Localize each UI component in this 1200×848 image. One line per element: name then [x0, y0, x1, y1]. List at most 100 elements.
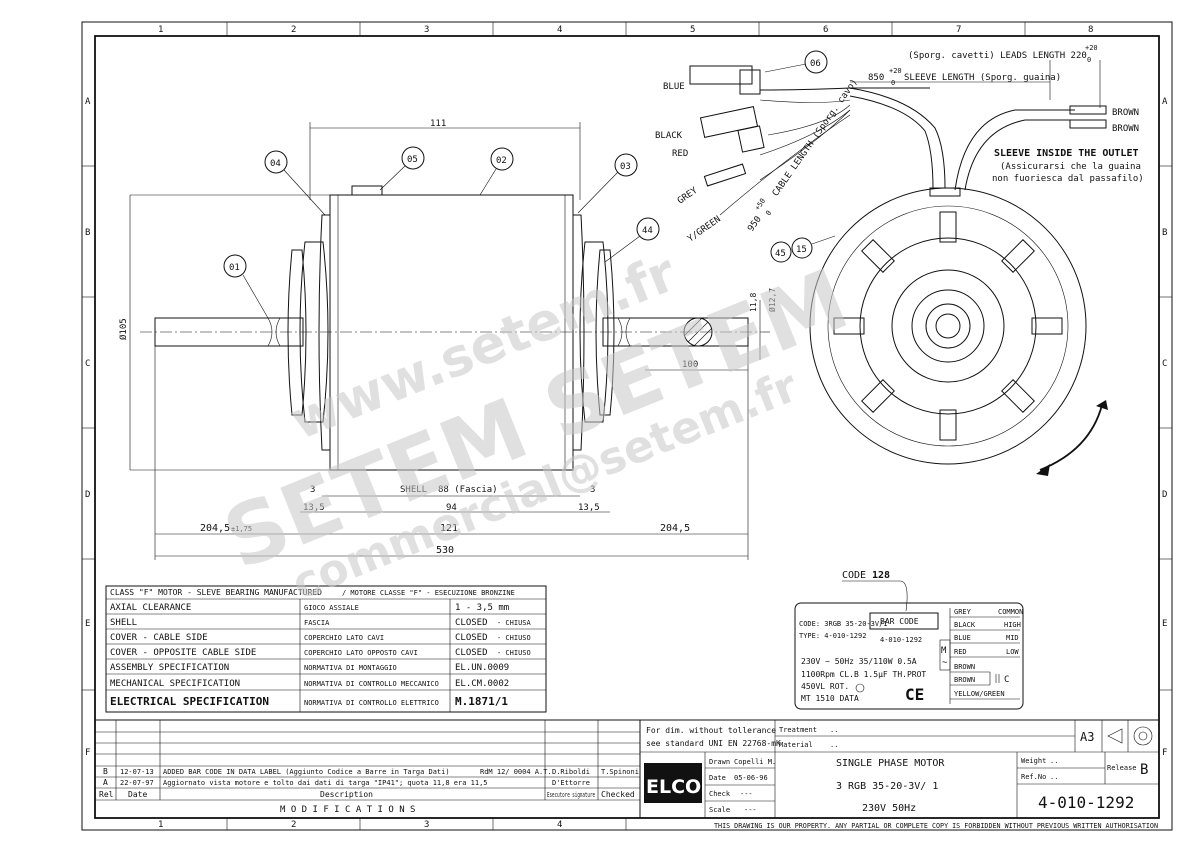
drawing-number: 4-010-1292 [1038, 793, 1134, 812]
dim-shell-label: SHELL [400, 485, 427, 495]
col-label: 2 [291, 820, 296, 830]
row-label: A [85, 97, 91, 107]
wire-brown-1: BROWN [1112, 108, 1139, 118]
scale-label: Scale [709, 806, 730, 814]
projection-symbol [1107, 726, 1153, 746]
col-label: 3 [424, 25, 429, 35]
wiring-color: BROWN [954, 676, 975, 684]
material-value: .. [830, 741, 838, 749]
title-line-3: 230V 50Hz [862, 803, 916, 814]
col-label: 1 [158, 820, 163, 830]
spec-row-it: COPERCHIO LATO CAVI [304, 634, 384, 642]
spec-row-val: EL.UN.0009 [455, 663, 509, 673]
dim-121: 121 [440, 523, 458, 534]
spec-row-val: CLOSED [455, 648, 488, 658]
ac-symbol: ~ [942, 658, 948, 668]
spec-row-val: CLOSED [455, 618, 488, 628]
grid-column-labels: 1 2 3 4 5 6 7 8 1 2 3 4 [158, 25, 1093, 830]
balloon-06: 06 [810, 59, 821, 69]
spec-row-it: NORMATIVA DI MONTAGGIO [304, 664, 397, 672]
spec-row-it: NORMATIVA DI CONTROLLO MECCANICO [304, 680, 439, 688]
date-value: 05-06-96 [734, 774, 768, 782]
wire-red: RED [672, 149, 688, 159]
spec-row-en: MECHANICAL SPECIFICATION [110, 679, 240, 689]
motor-front-view [809, 187, 1108, 476]
dim-left-tol: ±1,75 [231, 525, 252, 533]
rev-date: 22-07-97 [120, 779, 154, 787]
scale-value: --- [744, 806, 757, 814]
spec-row-val-it: - CHIUSO [497, 634, 531, 642]
rev-ref: RdM 12/ 0004 A.T. [480, 768, 552, 776]
sleeve-note-line3: non fuoriesca dal passafilo) [992, 174, 1144, 184]
treatment-value: .. [830, 726, 838, 734]
motor-side-view [140, 185, 770, 471]
ce-mark: CE [905, 685, 924, 704]
spec-row-val: EL.CM.0002 [455, 679, 509, 689]
sleeve-note-title: SLEEVE INSIDE THE OUTLET [994, 148, 1139, 159]
row-label: F [85, 748, 90, 758]
rev-check: T.Spinoni [601, 768, 639, 776]
logo-text: ELCO [646, 776, 701, 798]
row-label: A [1162, 97, 1168, 107]
drawn-value: Copelli M. [734, 758, 776, 766]
sleeve-value: 850 [868, 73, 884, 83]
capacitor-symbol: C [1004, 675, 1009, 685]
spec-row-en: COVER - OPPOSITE CABLE SIDE [110, 648, 256, 658]
copyright-notice: THIS DRAWING IS OUR PROPERTY. ANY PARTIA… [714, 822, 1158, 830]
watermark: www.setem.fr SETEM SETEM commercial@sete… [211, 243, 861, 610]
dim-530: 530 [436, 545, 454, 556]
row-label: B [85, 228, 90, 238]
row-label: E [85, 619, 90, 629]
col-label: 6 [823, 25, 828, 35]
spec-header-left: CLASS "F" MOTOR - SLEVE BEARING MANUFACT… [110, 588, 322, 597]
spec-row-it: NORMATIVA DI CONTROLLO ELETTRICO [304, 699, 439, 707]
wiring-color: BROWN [954, 663, 975, 671]
wire-blue: BLUE [663, 82, 685, 92]
wiring-color: GREY [954, 608, 972, 616]
balloon-02: 02 [496, 156, 507, 166]
balloon-04: 04 [270, 159, 281, 169]
spec-row-it: COPERCHIO LATO OPPOSTO CAVI [304, 649, 418, 657]
motor-symbol: M [941, 646, 947, 656]
dim-diameter-105: Ø105 [118, 318, 129, 340]
col-label: 2 [291, 25, 296, 35]
rev-header-date: Date [128, 790, 147, 799]
wiring-color: BLUE [954, 634, 971, 642]
check-value: --- [740, 790, 753, 798]
leads-length-label: (Sporg. cavetti) LEADS LENGTH 220 [908, 51, 1087, 61]
cable-length-label: CABLE LENGTH (Sporg. cavo) [771, 77, 860, 198]
wire-black: BLACK [655, 131, 683, 141]
revisions-block: B 12-07-13 ADDED BAR CODE IN DATA LABEL … [94, 719, 641, 819]
wire-harness [689, 60, 1107, 216]
rev-desc: ADDED BAR CODE IN DATA LABEL (Aggiunto C… [163, 768, 450, 776]
side-view-dimensions: 111 Ø105 11,8 Ø12,7 100 3 SHELL 88 (Fasc… [118, 119, 777, 560]
rev-rel: B [103, 767, 108, 776]
wiring-color: BLACK [954, 621, 976, 629]
balloon-03: 03 [620, 162, 631, 172]
label-line-2: 1100Rpm CL.B 1.5µF TH.PROT [801, 670, 926, 679]
cable-tol-bot: 0 [764, 209, 773, 217]
row-label: C [85, 359, 90, 369]
wiring-role: COMMON [998, 608, 1023, 616]
material-label: Material [779, 741, 813, 749]
cable-tol-top: +50 [753, 197, 767, 212]
rev-exec: D.Riboldi [552, 768, 590, 776]
wiring-color: RED [954, 648, 967, 656]
balloon-44: 44 [642, 226, 653, 236]
label-code-line: CODE: 3RGB 35-20-3V/1 [799, 620, 888, 628]
leads-tol-bot: 0 [1087, 56, 1091, 64]
rev-desc: Aggiornato vista motore e tolto dai dati… [163, 779, 488, 787]
col-label: 5 [690, 25, 695, 35]
spec-row-en: COVER - CABLE SIDE [110, 633, 208, 643]
barcode-number: 4-010-1292 [880, 636, 922, 644]
label-line-3: 450VL ROT. [801, 682, 849, 691]
weight-value: .. [1050, 757, 1058, 765]
spec-row-en: ASSEMBLY SPECIFICATION [110, 663, 229, 673]
spec-row-val: M.1871/1 [455, 695, 508, 708]
wiring-role: LOW [1006, 648, 1019, 656]
spec-header-right: / MOTORE CLASSE "F" - ESECUZIONE BRONZIN… [342, 589, 515, 597]
grid-row-labels: A B C D E F A B C D E F [85, 97, 1168, 758]
label-type-line: TYPE: 4-010-1292 [799, 632, 866, 640]
rev-header-check: Checked [601, 790, 635, 799]
